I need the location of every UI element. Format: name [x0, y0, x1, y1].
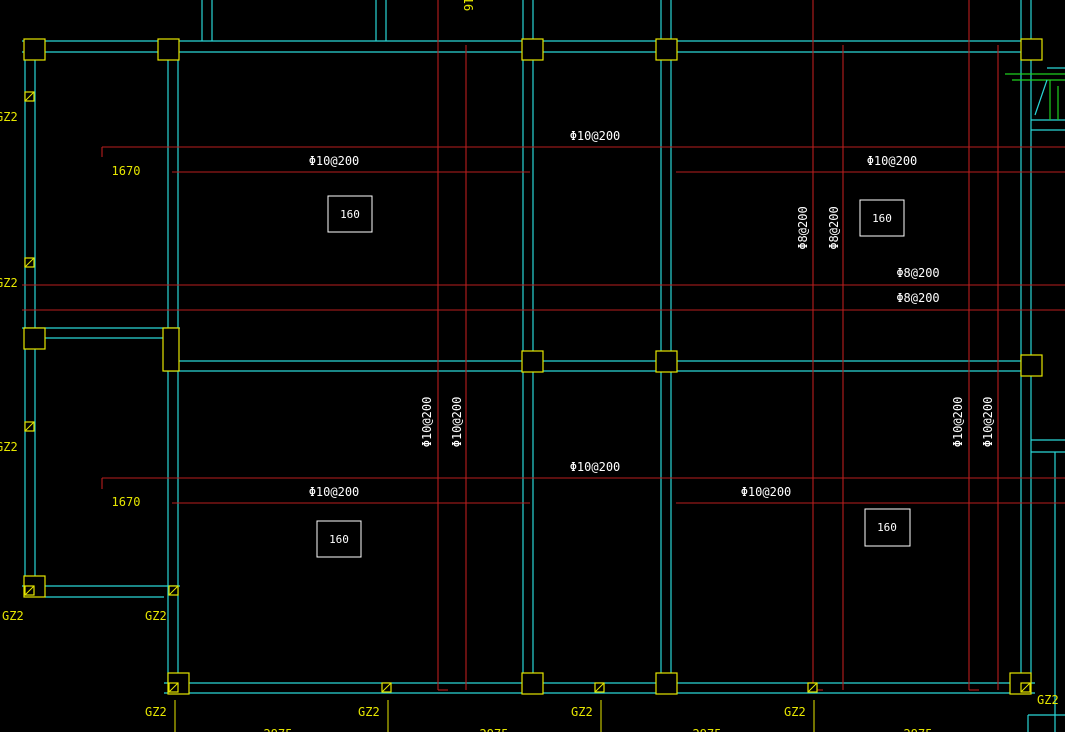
slab-box-4	[864, 508, 911, 547]
slab-box-2	[859, 199, 905, 237]
rebar-label-low-right: Φ10@200	[741, 485, 792, 499]
slab-thickness-3: 160	[329, 533, 349, 546]
rebar-label-vert-6: Φ10@200	[981, 397, 995, 448]
bottom-dim-2: 2975	[480, 727, 509, 732]
rebar-label-vert-2: Φ8@200	[827, 206, 841, 249]
bottom-dim-1: 2975	[264, 727, 293, 732]
dimension-1670-top: 1670	[112, 164, 141, 178]
dimension-1670-bottom: 1670	[112, 495, 141, 509]
rebar-label-top-mid: Φ10@200	[570, 129, 621, 143]
gz2-tag-bottom-3: GZ2	[571, 705, 593, 719]
green-detail	[1005, 67, 1065, 120]
rebar-label-top-left: Φ10@200	[309, 154, 360, 168]
columns	[23, 38, 1043, 695]
slab-box-3	[316, 520, 362, 558]
bottom-dim-4: 2975	[904, 727, 933, 732]
rebar-label-vert-3: Φ10@200	[420, 397, 434, 448]
slab-thickness-boxes: 160 160 160 160	[316, 195, 911, 558]
rebar-label-vert-5: Φ10@200	[951, 397, 965, 448]
rebar-label-phi8-2: Φ8@200	[896, 291, 939, 305]
rebar-label-low-mid: Φ10@200	[570, 460, 621, 474]
gz2-tag-bottom-1: GZ2	[145, 705, 167, 719]
slab-thickness-4: 160	[877, 521, 897, 534]
gz2-tag-left-3: GZ2	[0, 440, 18, 454]
rebar-labels: Φ10@200 Φ10@200 Φ10@200 Φ8@200 Φ8@200 Φ1…	[309, 129, 995, 499]
rebar-label-vert-4: Φ10@200	[450, 397, 464, 448]
gz2-tag-left-2: GZ2	[0, 276, 18, 290]
gz2-tag-left-4: GZ2	[2, 609, 24, 623]
top-partial-label: 16	[461, 0, 475, 11]
gz2-tag-bottom-4: GZ2	[784, 705, 806, 719]
gz2-tag-left-1: GZ2	[0, 110, 18, 124]
slab-thickness-2: 160	[872, 212, 892, 225]
slab-thickness-1: 160	[340, 208, 360, 221]
gz2-tag-bottom-2: GZ2	[358, 705, 380, 719]
rebar-lines	[22, 0, 1065, 691]
rebar-label-low-left: Φ10@200	[309, 485, 360, 499]
gz2-tag-bottom-5: GZ2	[1037, 693, 1059, 707]
rebar-label-vert-1: Φ8@200	[796, 206, 810, 249]
gz2-tag-left-5: GZ2	[145, 609, 167, 623]
slab-box-1	[327, 195, 373, 233]
bottom-dim-3: 2975	[693, 727, 722, 732]
rebar-label-phi8-1: Φ8@200	[896, 266, 939, 280]
rebar-label-top-right: Φ10@200	[867, 154, 918, 168]
